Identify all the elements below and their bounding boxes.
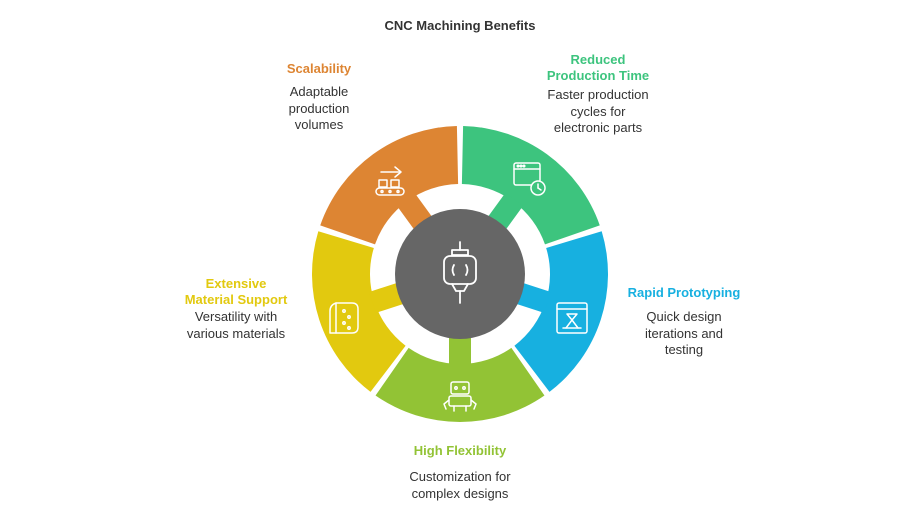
segment-description-material: Versatility with various materials [186,309,286,341]
label-reduced-production-time: Reduced Production Time Faster productio… [528,52,668,137]
center-hub [395,209,525,339]
segment-description-reduced: Faster production cycles for electronic … [547,87,649,135]
segment-heading-material: Extensive Material Support [184,276,288,307]
segment-connector-flex [449,334,471,366]
label-rapid-prototyping: Rapid Prototyping Quick design iteration… [614,285,754,359]
segment-description-flex: Customization for complex designs [409,469,511,501]
segment-heading-rapid: Rapid Prototyping [627,285,741,300]
segment-rapid [514,231,608,392]
diagram-title: CNC Machining Benefits [384,18,536,33]
material-sheet-icon [329,302,359,334]
segment-heading-flex: High Flexibility [413,443,507,458]
label-extensive-material-support: Extensive Material Support Versatility w… [166,276,306,342]
segment-heading-reduced: Reduced Production Time [546,52,650,83]
segment-description-scale: Adaptable production volumes [288,84,350,132]
timer-window-icon [513,162,546,196]
segment-flex [375,347,545,423]
label-scalability: Scalability Adaptable production volumes [249,61,389,134]
label-high-flexibility: High Flexibility Customization for compl… [380,443,540,502]
spindle-icon [443,241,477,304]
robot-icon [443,381,477,412]
segment-heading-scale: Scalability [286,61,352,76]
3d-printer-icon [556,302,588,334]
conveyor-icon [375,166,405,196]
segment-scale [320,126,459,245]
segment-material [312,231,406,392]
segment-description-rapid: Quick design iterations and testing [644,309,724,357]
